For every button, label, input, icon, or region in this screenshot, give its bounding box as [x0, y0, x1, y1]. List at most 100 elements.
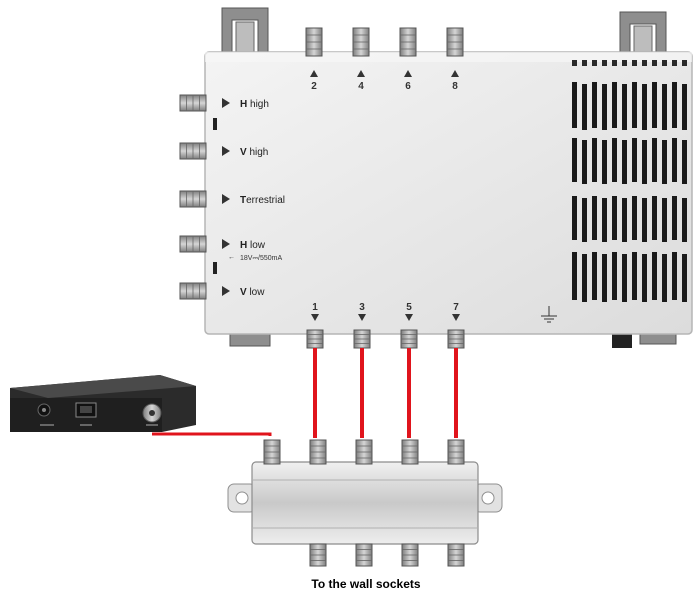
bottom-output-label: 3	[359, 302, 365, 313]
bottom-output-connector[interactable]	[400, 329, 418, 349]
vent-slot	[682, 60, 687, 66]
power-arrow-icon: ←	[228, 254, 235, 261]
vent-slot	[602, 84, 607, 130]
arrow-right-icon	[222, 239, 230, 249]
top-output-label: 6	[405, 81, 411, 92]
vent-slot	[662, 84, 667, 130]
splitter-output-connector[interactable]	[401, 543, 419, 567]
top-output-connector[interactable]	[446, 27, 464, 57]
vent-slot	[632, 60, 637, 66]
arrow-down-icon	[311, 314, 319, 321]
vent-slot	[592, 60, 597, 66]
input-connector[interactable]	[179, 190, 207, 208]
vent-slot	[672, 138, 677, 182]
top-output-label: 2	[311, 81, 317, 92]
splitter-input-connector[interactable]	[355, 439, 373, 465]
vent-slot	[632, 196, 637, 240]
arrow-up-icon	[404, 70, 412, 77]
vent-slot	[642, 84, 647, 130]
arrow-down-icon	[405, 314, 413, 321]
top-output-connector[interactable]	[352, 27, 370, 57]
splitter	[227, 461, 503, 545]
receiver-box	[10, 375, 196, 432]
top-output-connector[interactable]	[399, 27, 417, 57]
vent-slot	[572, 252, 577, 300]
input-connector[interactable]	[179, 142, 207, 160]
vent-slot	[662, 140, 667, 184]
vent-slot	[652, 138, 657, 182]
vent-slot	[612, 252, 617, 300]
top-output-connector[interactable]	[305, 27, 323, 57]
splitter-output-connector[interactable]	[447, 543, 465, 567]
vent-slot	[582, 60, 587, 66]
vent-slot	[592, 138, 597, 182]
arrow-right-icon	[222, 98, 230, 108]
input-connector[interactable]	[179, 94, 207, 112]
vent-slot	[572, 138, 577, 182]
vent-slot	[602, 198, 607, 242]
arrow-right-icon	[222, 286, 230, 296]
arrow-up-icon	[451, 70, 459, 77]
vent-slot	[592, 252, 597, 300]
input-label: H high	[240, 99, 269, 110]
vent-slot	[652, 82, 657, 128]
splitter-input-connector[interactable]	[263, 439, 281, 465]
vent-slot	[612, 196, 617, 240]
vent-slot	[582, 140, 587, 184]
vent-slot	[642, 198, 647, 242]
vent-slot	[622, 254, 627, 302]
splitter-input-connector[interactable]	[401, 439, 419, 465]
power-note-text: 18V⎓/550mA	[240, 255, 282, 262]
arrow-up-icon	[357, 70, 365, 77]
input-connector[interactable]	[179, 282, 207, 300]
power-note: ← 18V⎓/550mA	[228, 254, 282, 262]
top-output-label: 8	[452, 81, 458, 92]
bottom-output-connector[interactable]	[447, 329, 465, 349]
vent-slot	[582, 198, 587, 242]
vent-slot	[682, 140, 687, 184]
coax-port-icon	[142, 403, 162, 423]
vent-slot	[612, 138, 617, 182]
input-label: V high	[240, 147, 268, 158]
vent-slot	[682, 198, 687, 242]
input-label: V low	[240, 287, 265, 298]
arrow-right-icon	[222, 194, 230, 204]
vent-slot	[602, 140, 607, 184]
vent-slot	[602, 60, 607, 66]
vent-slot	[672, 60, 677, 66]
coax-cables	[313, 348, 458, 438]
vent-slot	[642, 254, 647, 302]
vent-slot	[602, 254, 607, 302]
vent-slot	[642, 140, 647, 184]
vent-slot	[652, 60, 657, 66]
bottom-output-label: 7	[453, 302, 459, 313]
arrow-right-icon	[222, 146, 230, 156]
bottom-output-connector[interactable]	[306, 329, 324, 349]
vent-slot	[682, 254, 687, 302]
vent-slot	[592, 196, 597, 240]
vent-slot	[622, 84, 627, 130]
input-connector[interactable]	[179, 235, 207, 253]
ground-icon	[541, 306, 557, 323]
vent-slot	[572, 196, 577, 240]
splitter-output-connector[interactable]	[355, 543, 373, 567]
vent-slot	[672, 82, 677, 128]
vent-slot	[632, 138, 637, 182]
splitter-output-connector[interactable]	[309, 543, 327, 567]
vent-slot	[682, 84, 687, 130]
splitter-input-connector[interactable]	[309, 439, 327, 465]
arrow-up-icon	[310, 70, 318, 77]
top-output-label: 4	[358, 81, 364, 92]
vent-slot	[642, 60, 647, 66]
vent-slot	[632, 82, 637, 128]
bottom-output-connector[interactable]	[353, 329, 371, 349]
caption: To the wall sockets	[311, 577, 420, 591]
vent-slot	[582, 84, 587, 130]
splitter-input-connector[interactable]	[447, 439, 465, 465]
splitter-ports	[263, 439, 465, 567]
bottom-output-label: 1	[312, 302, 318, 313]
vent-slot	[662, 60, 667, 66]
vent-slot	[662, 198, 667, 242]
